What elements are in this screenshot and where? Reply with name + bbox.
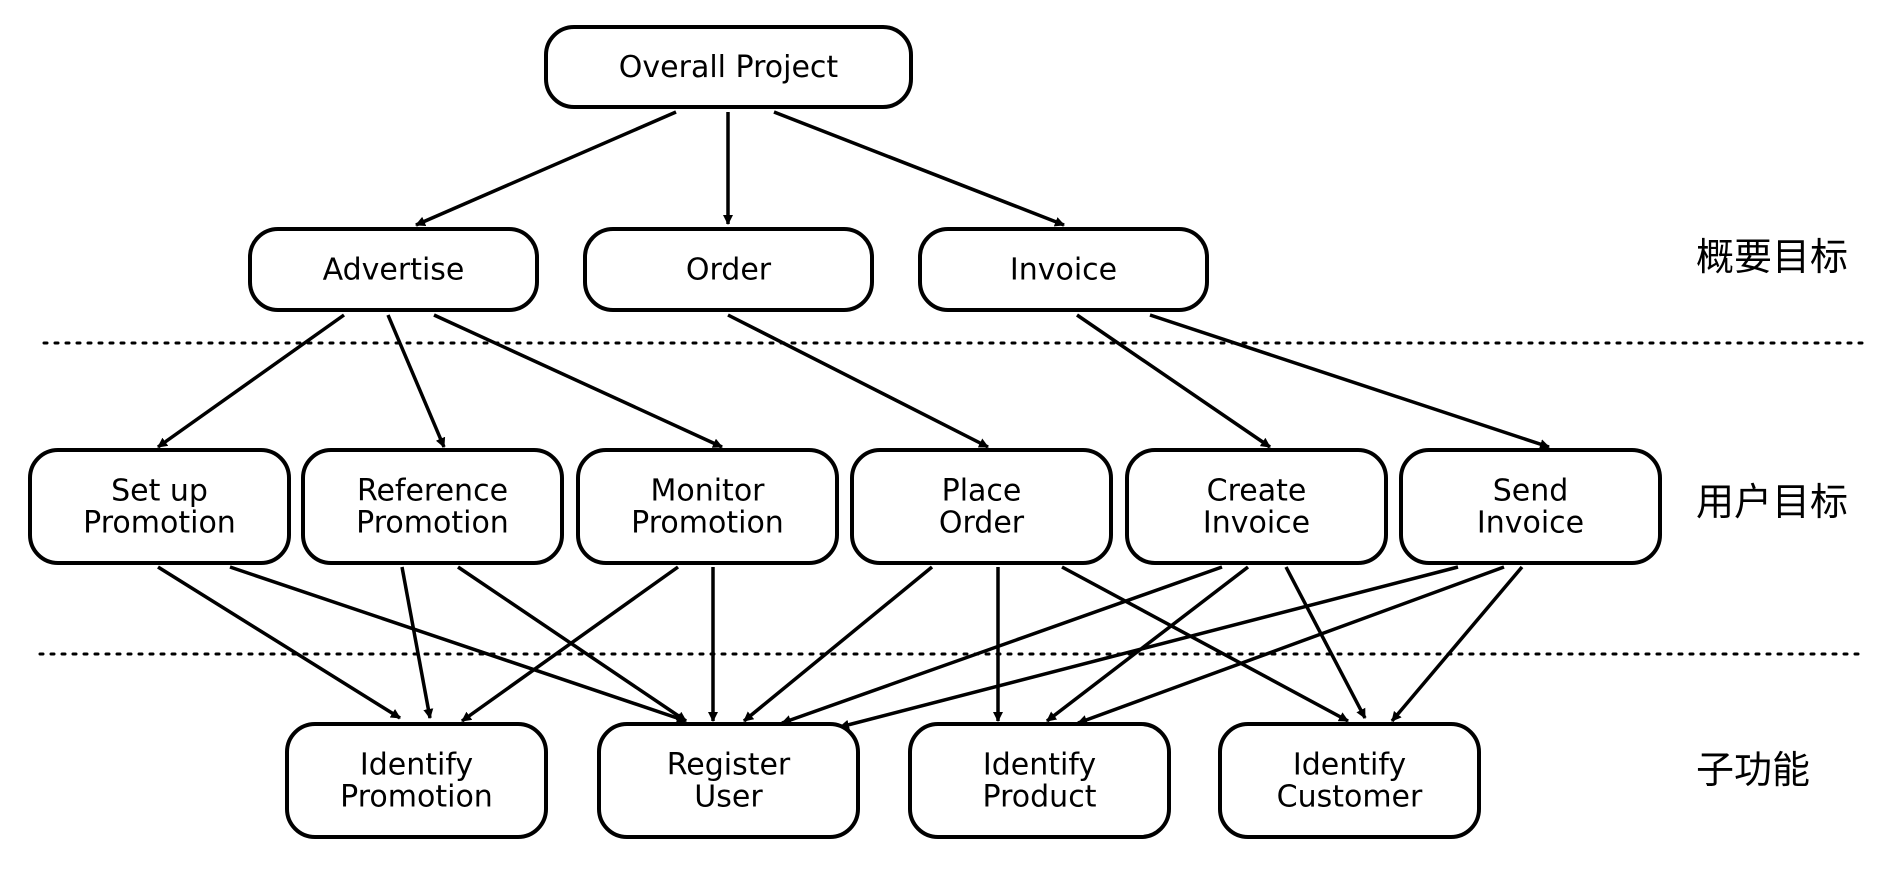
- node-box: [248, 227, 539, 312]
- node-label-line: Invoice: [1010, 253, 1117, 288]
- node-label-line: Send: [1493, 474, 1569, 509]
- level-label-subfunction: 子功能: [1696, 748, 1810, 792]
- node-label-line: Promotion: [340, 780, 493, 815]
- node-advertise: Advertise: [248, 227, 539, 312]
- node-box: [1399, 448, 1662, 565]
- node-box: [918, 227, 1209, 312]
- node-box: [1125, 448, 1388, 565]
- node-label-line: User: [694, 780, 763, 815]
- level-label-summary-goal: 概要目标: [1696, 235, 1848, 279]
- arrow-setup-promotion-to-register-user: [229, 565, 687, 723]
- node-invoice: Invoice: [918, 227, 1209, 312]
- node-box: [301, 448, 564, 565]
- node-order: Order: [583, 227, 874, 312]
- node-box: [544, 25, 913, 109]
- node-label-line: Place: [942, 474, 1022, 509]
- node-label-line: Register: [667, 748, 791, 783]
- node-box: [583, 227, 874, 312]
- node-label-line: Invoice: [1477, 506, 1584, 541]
- arrow-advertise-to-reference-promotion: [386, 314, 446, 448]
- arrow-setup-promotion-to-identify-promotion: [157, 565, 401, 720]
- arrow-place-order-to-register-user: [742, 565, 934, 723]
- node-box: [1218, 722, 1481, 839]
- arrow-advertise-to-setup-promotion: [156, 313, 346, 449]
- node-box: [850, 448, 1113, 565]
- arrow-send-invoice-to-identify-product: [1077, 565, 1505, 725]
- node-label-line: Promotion: [356, 506, 509, 541]
- node-label-line: Identify: [360, 748, 473, 783]
- arrow-create-invoice-to-register-user: [781, 565, 1223, 725]
- node-overall: Overall Project: [544, 25, 913, 109]
- level-label-user-goal: 用户目标: [1696, 480, 1848, 524]
- node-label-line: Identify: [1293, 748, 1406, 783]
- arrow-invoice-to-send-invoice: [1149, 313, 1550, 449]
- node-label-line: Set up: [111, 474, 208, 509]
- arrow-order-to-place-order: [727, 313, 989, 449]
- node-box: [597, 722, 860, 839]
- arrow-overall-to-invoice: [773, 110, 1065, 227]
- node-label-line: Invoice: [1203, 506, 1310, 541]
- arrow-reference-promotion-to-identify-promotion: [400, 566, 434, 719]
- arrow-place-order-to-identify-customer: [1061, 565, 1349, 723]
- node-label-line: Order: [686, 253, 772, 288]
- arrow-overall-to-advertise: [415, 110, 677, 227]
- node-label-line: Reference: [357, 474, 508, 509]
- arrow-send-invoice-to-register-user: [839, 565, 1459, 730]
- arrow-create-invoice-to-identify-product: [1045, 565, 1250, 723]
- node-label-line: Advertise: [323, 253, 465, 288]
- node-label-line: Order: [939, 506, 1025, 541]
- node-label-line: Product: [983, 780, 1097, 815]
- node-label-line: Promotion: [631, 506, 784, 541]
- node-label-line: Identify: [983, 748, 1096, 783]
- node-box: [285, 722, 548, 839]
- node-box: [576, 448, 839, 565]
- arrow-invoice-to-create-invoice: [1076, 313, 1271, 449]
- edges-group: [156, 110, 1550, 730]
- node-box: [908, 722, 1171, 839]
- node-label-line: Overall Project: [619, 50, 839, 85]
- arrow-advertise-to-monitor-promotion: [433, 313, 723, 449]
- node-label-line: Promotion: [83, 506, 236, 541]
- arrow-send-invoice-to-identify-customer: [1390, 565, 1524, 723]
- node-label-line: Customer: [1277, 780, 1423, 815]
- node-label-line: Monitor: [650, 474, 765, 509]
- arrow-monitor-promotion-to-identify-promotion: [460, 565, 680, 723]
- arrow-create-invoice-to-identify-customer: [1284, 566, 1367, 719]
- node-box: [28, 448, 291, 565]
- node-label-line: Create: [1207, 474, 1307, 509]
